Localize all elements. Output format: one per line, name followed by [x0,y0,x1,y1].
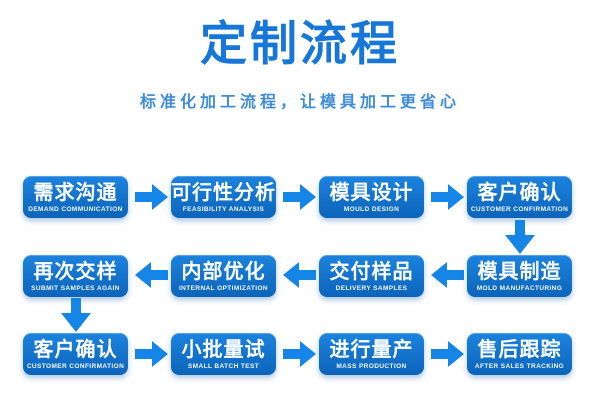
page-title: 定制流程 [200,17,400,70]
step-label-zh: 进行量产 [329,338,414,361]
step-after-sales-tracking: 售后跟踪 AFTER SALES TRACKING [467,333,572,375]
step-submit-samples-again: 再次交样 SUBMIT SAMPLES AGAIN [23,255,128,297]
step-label-zh: 客户确认 [33,338,118,361]
step-label-en: MASS PRODUCTION [336,362,407,370]
step-mould-design: 模具设计 MOULD DESIGN [319,176,424,218]
step-label-zh: 模具设计 [329,181,414,204]
step-label-en: CUSTOMER CONFIRMATION [26,362,125,370]
step-customer-confirmation-2: 客户确认 CUSTOMER CONFIRMATION [23,333,128,375]
step-label-zh: 交付样品 [329,260,414,283]
step-label-en: FEASIBILITY ANALYSIS [182,205,265,213]
step-label-en: INTERNAL OPTIMIZATION [178,284,269,292]
arrow-right-icon [135,341,168,367]
step-delivery-samples: 交付样品 DELIVERY SAMPLES [319,255,424,297]
arrow-right-icon [283,184,316,210]
step-label-en: CUSTOMER CONFIRMATION [470,205,569,213]
step-label-en: DEMAND COMMUNICATION [28,205,123,213]
arrow-down-icon [61,298,91,332]
step-mold-manufacturing: 模具制造 MOLD MANUFACTURING [467,255,572,297]
step-mass-production: 进行量产 MASS PRODUCTION [319,333,424,375]
arrow-right-icon [135,184,168,210]
step-feasibility-analysis: 可行性分析 FEASIBILITY ANALYSIS [171,176,276,218]
step-demand-communication: 需求沟通 DEMAND COMMUNICATION [23,176,128,218]
arrow-down-icon [505,220,535,254]
step-customer-confirmation-1: 客户确认 CUSTOMER CONFIRMATION [467,176,572,218]
step-internal-optimization: 内部优化 INTERNAL OPTIMIZATION [171,255,276,297]
arrow-left-icon [283,262,316,288]
step-label-zh: 可行性分析 [171,181,276,204]
arrow-left-icon [135,262,168,288]
step-label-en: DELIVERY SAMPLES [335,284,408,292]
step-label-en: SMALL BATCH TEST [187,362,260,370]
arrow-right-icon [283,341,316,367]
arrow-left-icon [431,262,464,288]
step-label-zh: 内部优化 [181,260,266,283]
step-label-zh: 再次交样 [33,260,118,283]
step-label-zh: 售后跟踪 [477,338,562,361]
step-label-zh: 模具制造 [477,260,562,283]
page-subtitle: 标准化加工流程，让模具加工更省心 [139,94,460,111]
step-small-batch-test: 小批量试 SMALL BATCH TEST [171,333,276,375]
step-label-en: AFTER SALES TRACKING [474,362,565,370]
step-label-en: MOULD DESIGN [343,205,400,213]
step-label-en: SUBMIT SAMPLES AGAIN [31,284,120,292]
arrow-right-icon [431,184,464,210]
step-label-zh: 客户确认 [477,181,562,204]
step-label-en: MOLD MANUFACTURING [476,284,563,292]
arrow-right-icon [431,341,464,367]
step-label-zh: 需求沟通 [33,181,118,204]
step-label-zh: 小批量试 [181,338,266,361]
